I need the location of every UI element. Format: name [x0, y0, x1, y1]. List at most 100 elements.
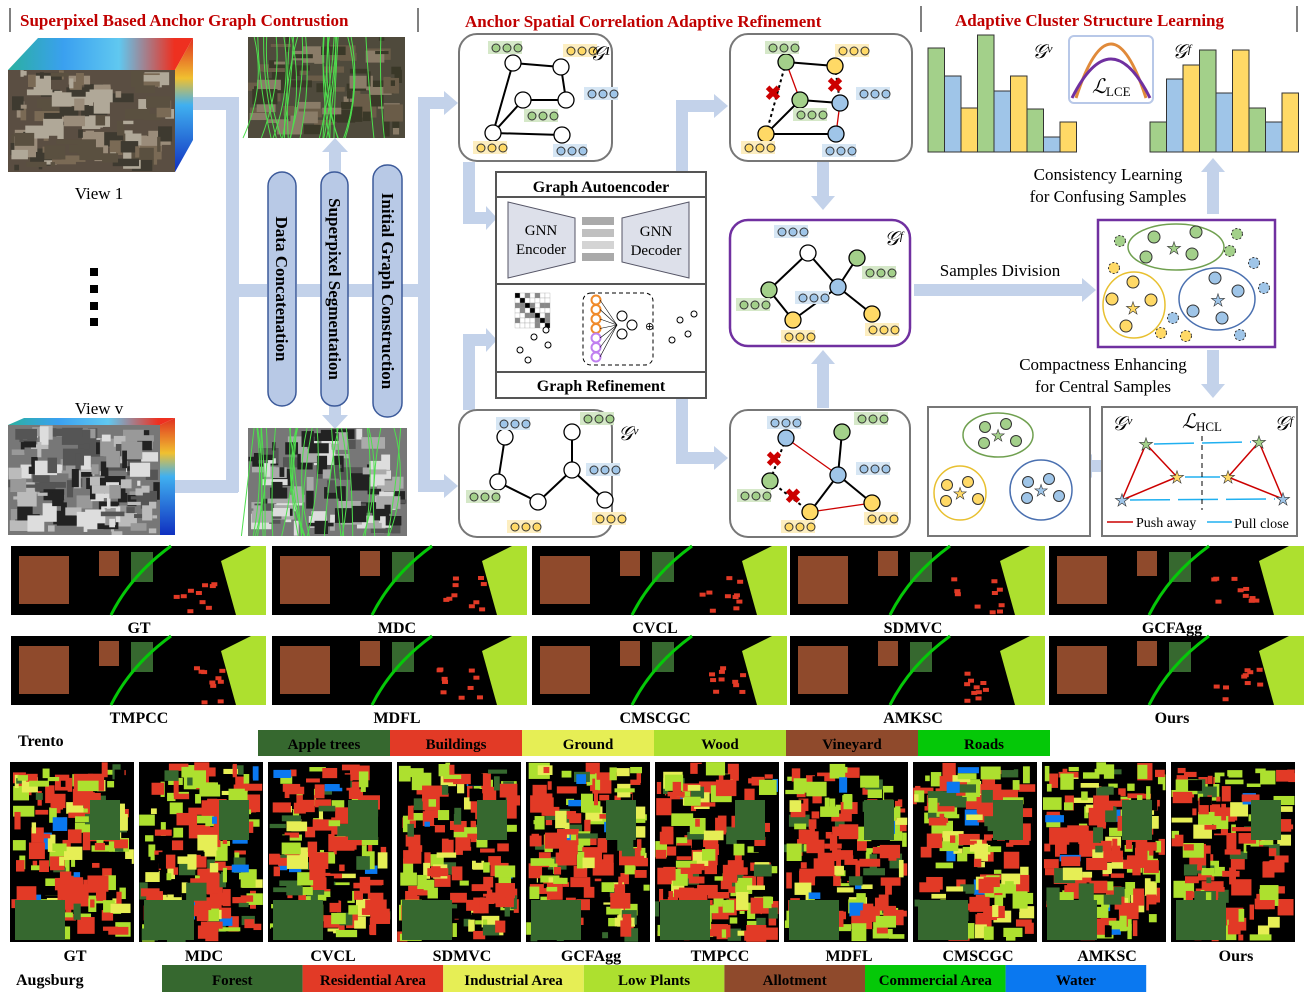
map-patch: [284, 832, 299, 838]
map-patch: [695, 818, 700, 827]
map-patch: [267, 498, 294, 504]
feature-dot: [876, 268, 886, 278]
adjacency-cell: [544, 312, 551, 319]
map-region: [993, 800, 1023, 840]
map-patch: [341, 101, 356, 110]
map-region: [652, 642, 674, 672]
map-patch: [231, 864, 249, 873]
map-region: [864, 800, 894, 840]
graph-node: [826, 57, 844, 75]
map-patch: [141, 485, 150, 493]
map-patch: [67, 829, 82, 844]
map-patch: [248, 456, 255, 462]
adjacency-cell: [534, 302, 541, 309]
map-patch: [592, 862, 614, 876]
map-patch: [954, 784, 977, 793]
map-patch: [186, 882, 207, 901]
map-patch: [146, 891, 163, 901]
map-patch: [754, 836, 766, 851]
feature-dot: [768, 43, 778, 53]
map-patch: [20, 104, 27, 109]
map-patch: [131, 70, 144, 88]
map-patch: [16, 886, 37, 903]
map-patch: [77, 139, 96, 155]
map-patch: [504, 899, 510, 917]
map-patch: [445, 762, 451, 779]
feature-dot: [587, 89, 597, 99]
map-patch: [12, 840, 26, 851]
map-patch: [324, 784, 343, 792]
trento-maps: [11, 544, 1304, 706]
map-patch: [343, 96, 349, 103]
map-patch: [164, 770, 179, 781]
map-patch: [195, 794, 201, 804]
map-patch: [216, 907, 232, 919]
map-patch: [1171, 830, 1180, 839]
map-patch: [834, 819, 845, 829]
map-patch: [167, 792, 176, 802]
map-patch: [1188, 780, 1202, 791]
superpixel-boundary: [323, 427, 339, 537]
legend-label: Buildings: [426, 737, 487, 753]
map-patch: [61, 470, 78, 474]
map-patch: [453, 807, 462, 825]
map-patch: [74, 98, 85, 111]
map-patch: [672, 781, 681, 797]
map-patch: [548, 881, 554, 887]
map-patch: [718, 669, 725, 674]
map-patch: [317, 789, 332, 795]
adjacency-cell: [519, 297, 526, 304]
lce-symbol: ℒ: [1092, 76, 1107, 98]
map-patch: [84, 884, 104, 893]
pull-close-edge: [1153, 441, 1252, 445]
map-patch: [467, 685, 474, 690]
map-patch: [148, 528, 157, 534]
map-patch: [975, 894, 986, 902]
map-patch: [328, 834, 335, 852]
map-patch: [786, 872, 792, 889]
superpixel-boundary: [323, 36, 338, 139]
confusing-sample-point: [1224, 245, 1236, 257]
gnn-decoder-block: [621, 201, 690, 279]
sample-point: [1043, 473, 1055, 485]
map-patch: [407, 805, 414, 820]
centroid-star-icon: ★: [1034, 483, 1048, 500]
map-patch: [334, 508, 352, 523]
map-patch: [198, 669, 205, 674]
map-patch: [101, 910, 114, 921]
superpixel-boundary: [327, 36, 331, 139]
map-patch: [283, 105, 295, 116]
map-patch: [348, 789, 364, 800]
map-patch: [1247, 846, 1269, 862]
map-patch: [764, 907, 778, 919]
map-patch: [580, 793, 593, 811]
map-region: [1137, 641, 1157, 666]
map-patch: [1046, 783, 1052, 792]
map-patch: [1213, 576, 1220, 581]
adjacency-cell: [524, 297, 531, 304]
map-patch: [590, 852, 600, 864]
feature-dot: [766, 143, 776, 153]
map-patch: [364, 879, 384, 886]
centroid-star-icon: ★: [1210, 291, 1225, 310]
map-patch: [668, 891, 673, 898]
map-patch: [935, 862, 954, 869]
map-patch: [1231, 879, 1252, 896]
map-patch: [1198, 777, 1215, 785]
map-patch: [275, 791, 285, 801]
map-patch: [101, 762, 108, 778]
map-patch: [898, 859, 904, 878]
map-patch: [244, 919, 255, 929]
feature-dot: [878, 514, 888, 524]
map-patch: [820, 845, 836, 856]
map-patch: [1244, 681, 1251, 686]
map-patch: [324, 487, 342, 499]
map-patch: [1024, 922, 1034, 934]
stage3-title: Adaptive Cluster Structure Learning: [955, 11, 1225, 30]
map-road: [630, 544, 693, 616]
superpixel-boundary: [301, 427, 310, 537]
map-patch: [316, 83, 334, 93]
refined-graph-bottom: ✖✖: [737, 412, 899, 533]
neuron-edge: [599, 318, 618, 326]
map-patch: [109, 140, 123, 155]
